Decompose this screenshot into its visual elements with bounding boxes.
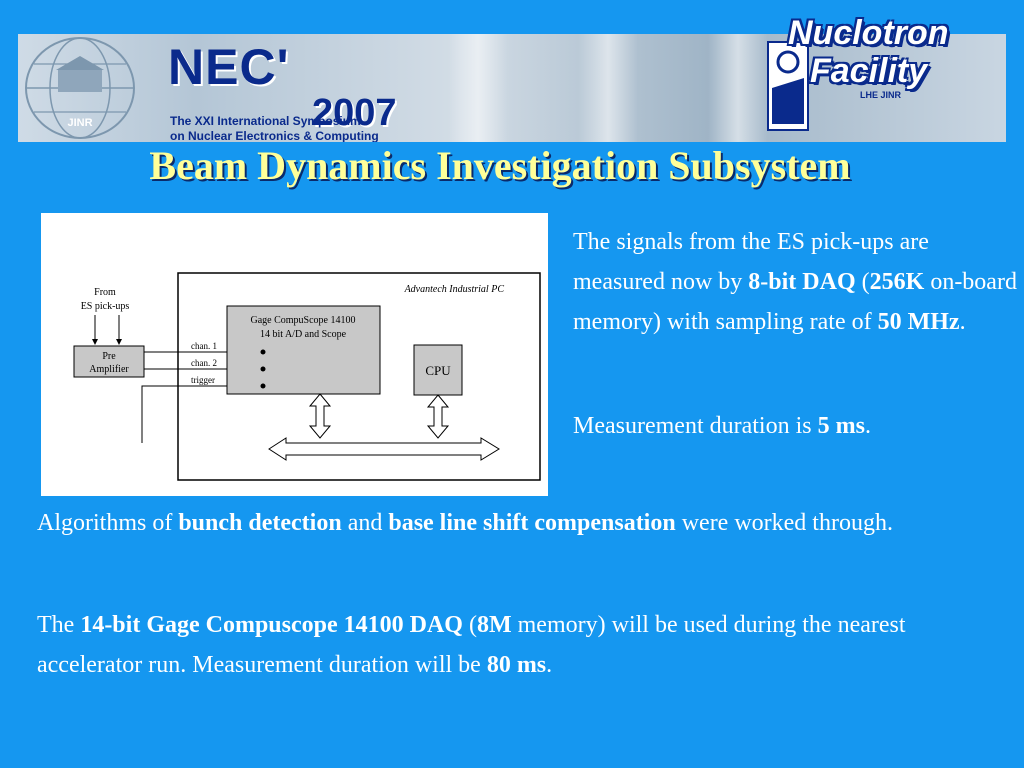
source-label-line2: ES pick-ups [81,301,130,312]
chan1-label: chan. 1 [191,341,217,351]
banner-light-streak [578,34,638,142]
source-label-line1: From [94,287,116,298]
duration-paragraph: Measurement duration is 5 ms. [573,413,871,439]
nuclotron-logo-sub: LHE JINR [860,90,902,100]
jinr-label: JINR [67,117,92,129]
cpu-label: CPU [425,363,451,378]
gage-bus-double-arrow [308,393,332,439]
pre-amplifier-label-line1: Pre [102,351,116,362]
cpu-bus-double-arrow [426,394,450,439]
banner-light-streak [708,34,768,142]
trigger-input-dot [260,383,266,389]
chan2-label: chan. 2 [191,358,217,368]
banner-title: NEC' [168,39,290,95]
banner-subtitle-line2: on Nuclear Electronics & Computing [170,129,379,142]
conference-banner: JINR NEC' 2007 The XXI International Sym… [18,34,1006,142]
industrial-pc-box [177,272,541,481]
algorithms-paragraph: Algorithms of bunch detection and base l… [37,510,893,536]
nuclotron-facility-logo [767,41,809,131]
daq-block-diagram: Advantech Industrial PC From ES pick-ups… [41,213,548,496]
banner-year: 2007 [312,92,397,134]
trigger-signal-line [141,383,264,443]
trigger-label: trigger [191,375,215,385]
pre-amplifier-label-line2: Amplifier [89,364,129,375]
system-bus-arrow [268,437,500,461]
banner-subtitle-line1: The XXI International Symposium [170,114,361,128]
nuclotron-logo-line1: Nuclotron [788,14,949,52]
nuclotron-logo-line2: Facility [810,52,928,90]
gage-compuscope-box [226,305,381,395]
gage-label-line1: Gage CompuScope 14100 [251,315,356,326]
chan2-input-dot [260,366,266,372]
industrial-pc-label: Advantech Industrial PC [404,284,505,295]
signals-paragraph: The signals from the ES pick-ups are mea… [573,229,1017,335]
slide-title: Beam Dynamics Investigation Subsystem [149,143,851,188]
gage-label-line2: 14 bit A/D and Scope [260,329,347,340]
pre-amplifier-box [73,345,145,378]
banner-light-streak [448,34,508,142]
chan1-input-dot [260,349,266,355]
cpu-box [413,344,463,396]
jinr-globe-logo: JINR [25,37,135,139]
gage-daq-paragraph: The 14-bit Gage Compuscope 14100 DAQ (8M… [37,612,906,678]
